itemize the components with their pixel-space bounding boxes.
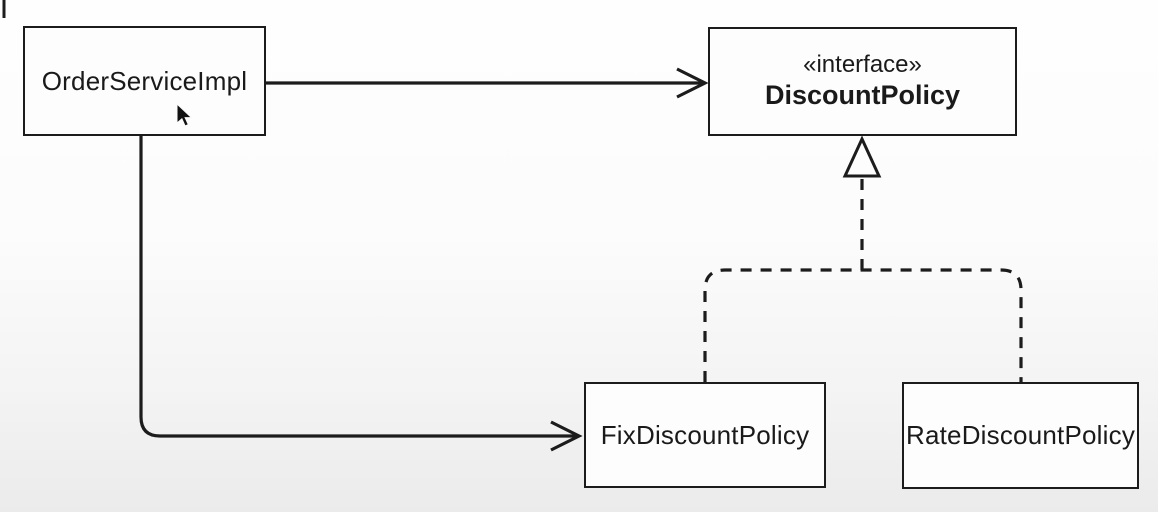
- class-box-fixdiscountpolicy: FixDiscountPolicy: [584, 382, 826, 488]
- hollow-triangle-arrowhead-icon: [842, 135, 882, 178]
- open-arrowhead-icon: [676, 67, 709, 99]
- class-box-orderserviceimpl: OrderServiceImpl: [23, 26, 266, 136]
- realization-connector-group: [703, 135, 1023, 382]
- dependency-arrow-orderservice-to-discountpolicy: [265, 67, 709, 99]
- dependency-arrow-orderservice-to-fixdiscountpolicy: [139, 136, 583, 452]
- class-name-label: OrderServiceImpl: [41, 65, 248, 96]
- stereotype-label: «interface»: [803, 51, 922, 79]
- open-arrowhead-icon: [550, 420, 583, 452]
- class-name-label: DiscountPolicy: [764, 79, 961, 110]
- class-name-label: FixDiscountPolicy: [600, 419, 810, 450]
- realization-branch-dashed-line: [703, 268, 1023, 382]
- interface-box-discountpolicy: «interface» DiscountPolicy: [708, 27, 1017, 136]
- class-name-label: RateDiscountPolicy: [905, 420, 1136, 450]
- class-box-ratediscountpolicy: RateDiscountPolicy: [902, 382, 1139, 489]
